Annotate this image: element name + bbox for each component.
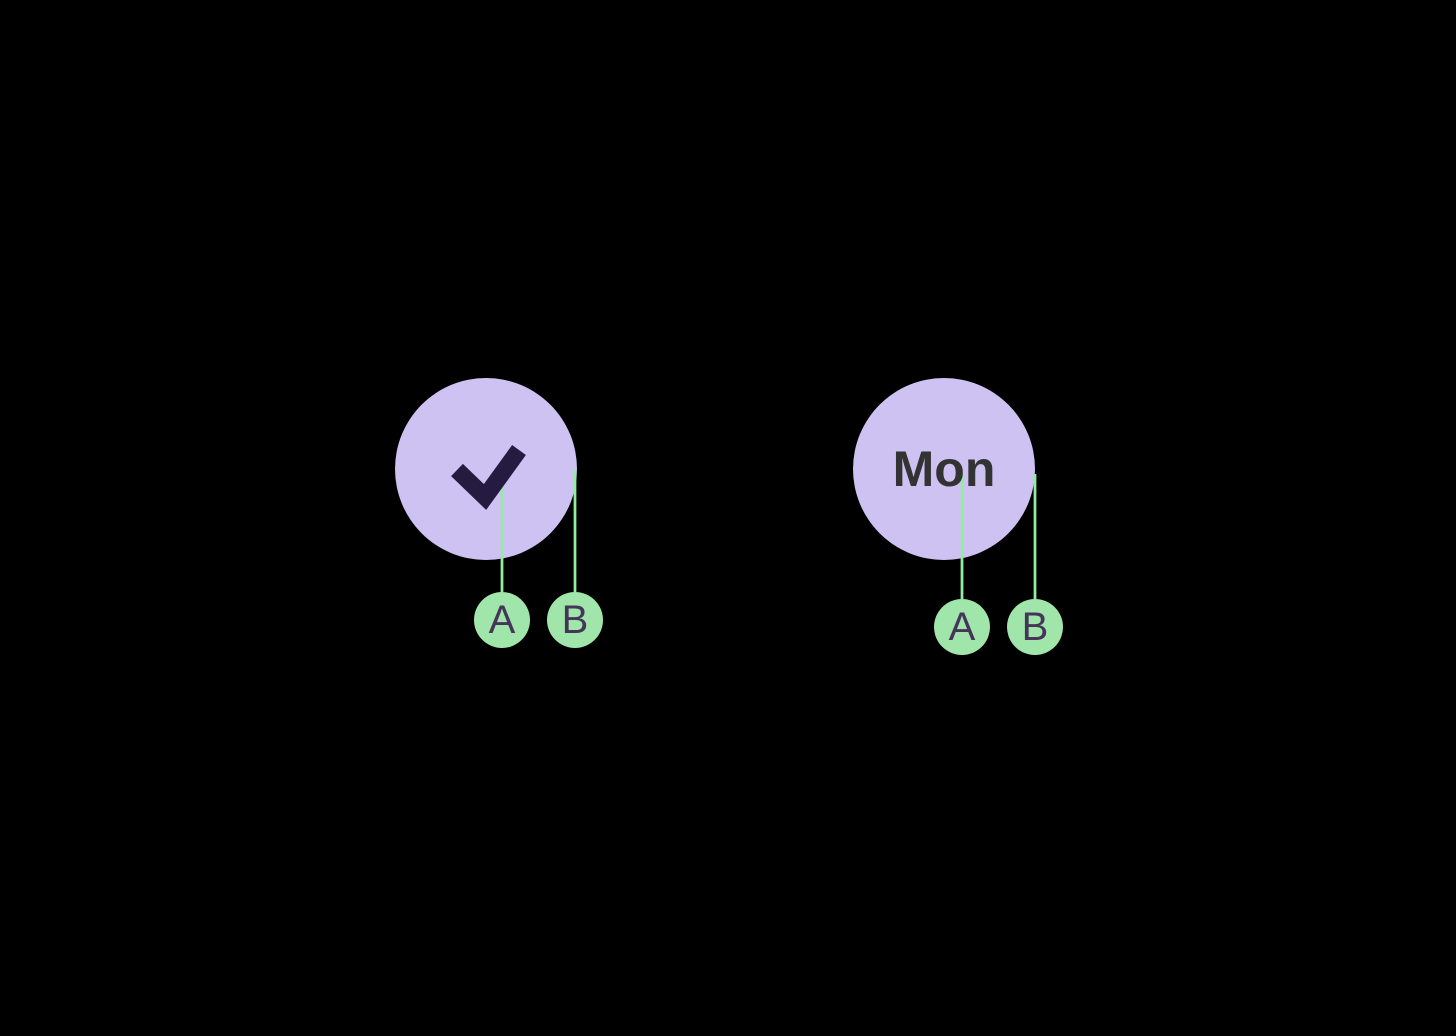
parent-node-2-label: Mon xyxy=(893,441,996,497)
child-node-2-a-label: A xyxy=(949,605,976,649)
child-node-1-a[interactable] xyxy=(474,592,530,648)
child-node-1-a-label: A xyxy=(489,598,516,642)
child-node-2-a[interactable] xyxy=(934,599,990,655)
parent-node-2[interactable] xyxy=(853,378,1035,560)
node-group-2: Mon A B xyxy=(853,378,1063,655)
child-node-2-b-label: B xyxy=(1022,605,1049,649)
child-node-1-b[interactable] xyxy=(547,592,603,648)
child-node-1-b-label: B xyxy=(562,598,589,642)
check-icon xyxy=(451,445,526,510)
child-node-2-b[interactable] xyxy=(1007,599,1063,655)
parent-node-1[interactable] xyxy=(395,378,577,560)
node-group-1: A B xyxy=(395,378,603,648)
